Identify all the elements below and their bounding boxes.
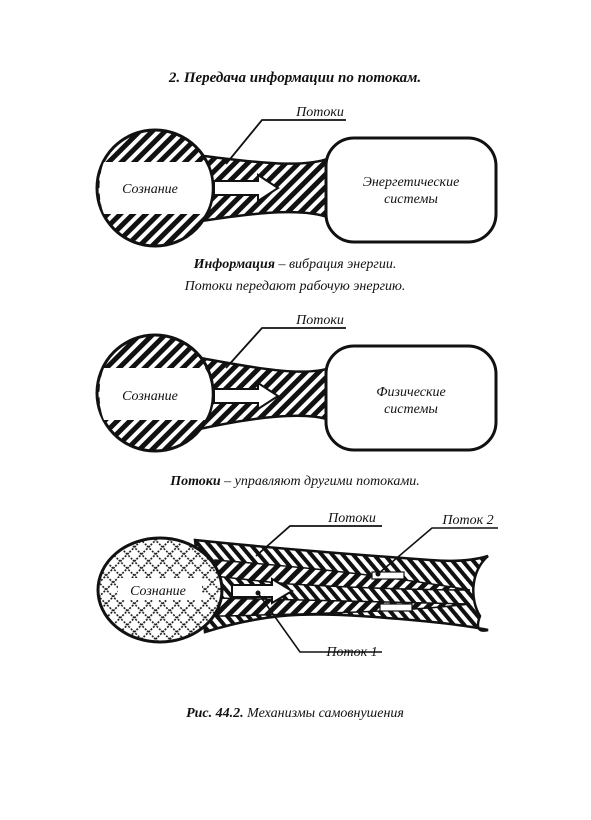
consciousness-label: Сознание: [122, 389, 178, 404]
flows-label: Потоки: [295, 313, 344, 328]
consciousness-label: Сознание: [130, 584, 186, 599]
flow-1-arrow: [231, 577, 294, 605]
flow-1-label: Поток 1: [325, 645, 377, 660]
consciousness-label-area: [99, 368, 212, 420]
page-title: 2. Передача информации по потокам.: [168, 70, 421, 86]
caption-term: Потоки: [169, 474, 221, 489]
flow-2-label: Поток 2: [441, 513, 493, 528]
flow-1-leader-line: [257, 592, 382, 653]
figure-number: Рис. 44.2.: [186, 706, 244, 721]
consciousness-label: Сознание: [122, 182, 178, 197]
energy-systems-label-line1: Энергетические: [363, 175, 460, 190]
flows-leader-line: [225, 327, 346, 369]
caption-information: Информация – вибрация энергии.: [193, 257, 397, 272]
flows-label: Потоки: [327, 511, 376, 526]
diagram-physical-systems: Сознание Физические системы Потоки: [95, 313, 498, 453]
caption-definition: – управляют другими потоками.: [221, 474, 420, 489]
flow-1-channel: [214, 597, 471, 617]
flow-arrow: [213, 173, 280, 203]
consciousness-label-area: [118, 578, 202, 600]
flows-label: Потоки: [295, 105, 344, 120]
figure-caption: Рис. 44.2. Механизмы самовнушения: [186, 706, 404, 721]
diagram-energy-systems: Сознание Энергетические системы Потоки: [95, 105, 498, 248]
energy-systems-box: [324, 136, 498, 244]
caption-definition: – вибрация энергии.: [275, 257, 396, 272]
figure-caption-text: Механизмы самовнушения: [244, 706, 404, 721]
caption-term: Информация: [193, 257, 275, 272]
flow-arrow: [213, 381, 280, 411]
consciousness-label-area: [99, 162, 212, 214]
flow-2-leader-dot: [375, 571, 381, 577]
flow-2-leader-line: [377, 527, 498, 575]
flows-leader-line: [225, 119, 346, 165]
caption-flows-control: Потоки – управляют другими потоками.: [169, 474, 420, 489]
flow-2-marker: [371, 571, 405, 580]
flow-1-marker: [379, 603, 413, 612]
flow-1-leader-dot: [255, 590, 261, 596]
physical-systems-box: [324, 344, 498, 452]
diagram-flow-control: Сознание Потоки Поток 2 Поток 1: [96, 511, 498, 660]
caption-flows-energy: Потоки передают рабочую энергию.: [184, 279, 406, 294]
energy-systems-label-line2: системы: [384, 192, 438, 207]
flows-leader-line: [255, 525, 382, 557]
physical-systems-label-line2: системы: [384, 402, 438, 417]
physical-systems-label-line1: Физические: [376, 385, 445, 400]
